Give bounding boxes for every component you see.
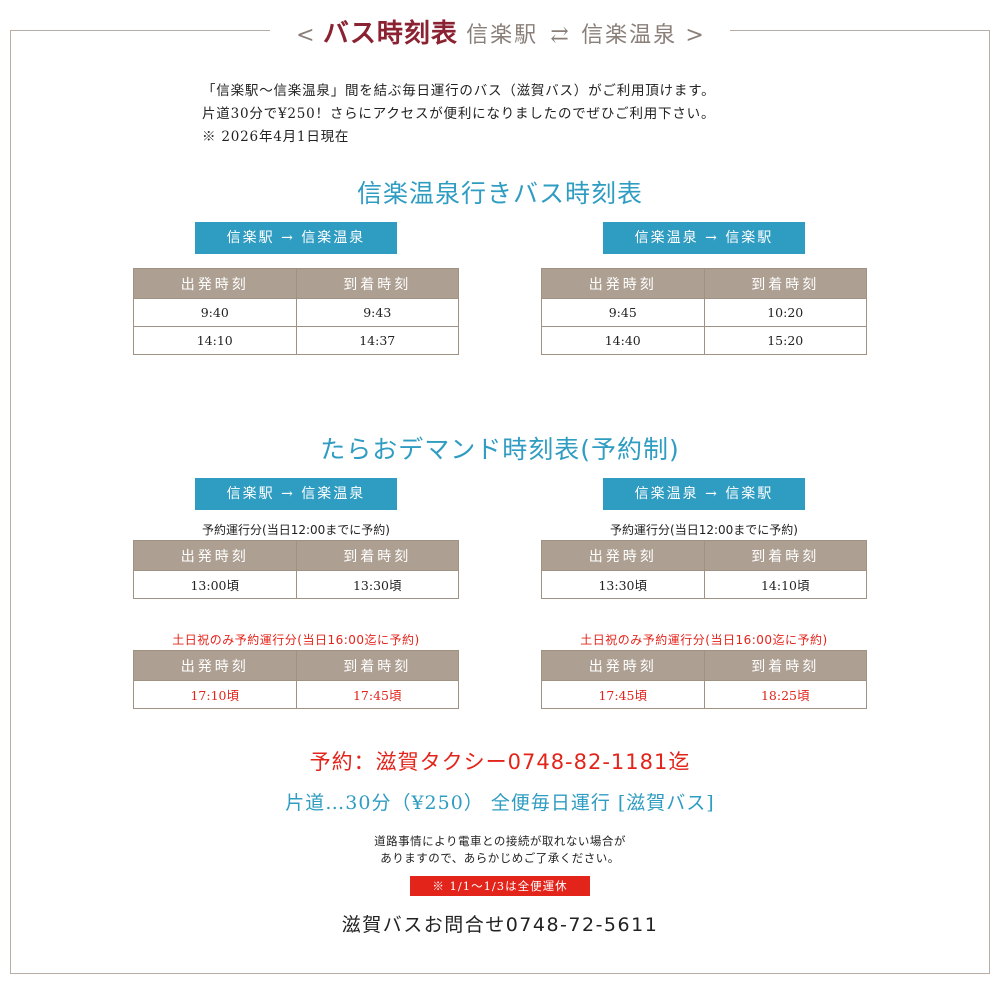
- arrival-time: 14:37: [295, 326, 459, 355]
- arrival-time: 14:10頃: [703, 570, 867, 599]
- departure-header: 出発時刻: [133, 650, 297, 681]
- table-header-row: 出発時刻 到着時刻: [133, 650, 459, 681]
- table-header-row: 出発時刻 到着時刻: [133, 540, 459, 571]
- demand-right-direction: 信楽温泉 → 信楽駅: [603, 478, 805, 510]
- note-line-2: ありますので、あらかじめご了承ください。: [380, 851, 620, 865]
- arrival-time: 10:20: [703, 298, 867, 327]
- table-header-row: 出発時刻 到着時刻: [133, 268, 459, 299]
- arrival-header: 到着時刻: [703, 268, 867, 299]
- table-header-row: 出発時刻 到着時刻: [541, 540, 867, 571]
- title-main: バス時刻表: [322, 19, 458, 49]
- departure-header: 出発時刻: [133, 268, 297, 299]
- contact-phone: 滋賀バスお問合せ0748-72-5611: [341, 914, 659, 936]
- arrival-time: 15:20: [703, 326, 867, 355]
- departure-header: 出発時刻: [133, 540, 297, 571]
- table-row: 17:45頃 18:25頃: [541, 680, 867, 709]
- arrival-header: 到着時刻: [295, 650, 459, 681]
- regular-left-table: 出発時刻 到着時刻 9:40 9:43 14:10 14:37: [133, 268, 459, 355]
- departure-time: 9:45: [541, 298, 705, 327]
- table-row: 13:00頃 13:30頃: [133, 570, 459, 599]
- note-line-1: 道路事情により電車との接続が取れない場合が: [374, 834, 626, 848]
- demand-left-caption: 予約運行分(当日12:00までに予約): [202, 523, 390, 537]
- holiday-notice-badge: ※ 1/1～1/3は全便運休: [410, 876, 590, 896]
- demand-right-caption: 予約運行分(当日12:00までに予約): [610, 523, 798, 537]
- table-row: 14:40 15:20: [541, 326, 867, 355]
- regular-right-direction: 信楽温泉 → 信楽駅: [603, 222, 805, 254]
- weekend-right-table: 出発時刻 到着時刻 17:45頃 18:25頃: [541, 650, 867, 709]
- arrival-time: 9:43: [295, 298, 459, 327]
- table-row: 14:10 14:37: [133, 326, 459, 355]
- table-row: 17:10頃 17:45頃: [133, 680, 459, 709]
- connection-note: 道路事情により電車との接続が取れない場合が ありますので、あらかじめご了承くださ…: [0, 833, 1000, 867]
- departure-time: 14:40: [541, 326, 705, 355]
- departure-time: 13:30頃: [541, 570, 705, 599]
- weekend-right-caption: 土日祝のみ予約運行分(当日16:00迄に予約): [580, 633, 828, 647]
- page-header: < バス時刻表 信楽駅 ⇄ 信楽温泉 >: [0, 14, 1000, 56]
- departure-time: 17:10頃: [133, 680, 297, 709]
- departure-header: 出発時刻: [541, 650, 705, 681]
- arrival-header: 到着時刻: [703, 650, 867, 681]
- title-origin: 信楽駅: [466, 23, 539, 48]
- reservation-phone: 予約：滋賀タクシー0748-82-1181迄: [309, 750, 691, 774]
- page-title: < バス時刻表 信楽駅 ⇄ 信楽温泉 >: [270, 14, 730, 56]
- arrival-header: 到着時刻: [703, 540, 867, 571]
- regular-bus-heading: 信楽温泉行きバス時刻表: [356, 179, 643, 208]
- departure-time: 9:40: [133, 298, 297, 327]
- table-row: 9:45 10:20: [541, 298, 867, 327]
- arrival-header: 到着時刻: [295, 268, 459, 299]
- arrival-header: 到着時刻: [295, 540, 459, 571]
- departure-header: 出発時刻: [541, 268, 705, 299]
- swap-arrows-icon: ⇄: [550, 23, 569, 48]
- table-row: 13:30頃 14:10頃: [541, 570, 867, 599]
- title-bracket-right: >: [685, 23, 704, 48]
- arrival-time: 13:30頃: [295, 570, 459, 599]
- demand-left-direction: 信楽駅 → 信楽温泉: [195, 478, 397, 510]
- departure-time: 14:10: [133, 326, 297, 355]
- fare-info: 片道…30分（¥250） 全便毎日運行 [滋賀バス]: [285, 792, 715, 814]
- intro-line-3: ※ 2026年4月1日現在: [202, 129, 350, 145]
- table-header-row: 出発時刻 到着時刻: [541, 268, 867, 299]
- arrival-time: 18:25頃: [703, 680, 867, 709]
- arrival-time: 17:45頃: [295, 680, 459, 709]
- holiday-notice-wrap: ※ 1/1～1/3は全便運休: [0, 875, 1000, 896]
- intro-text: 「信楽駅～信楽温泉」間を結ぶ毎日運行のバス（滋賀バス）がご利用頂けます。 片道3…: [202, 80, 842, 149]
- intro-line-1: 「信楽駅～信楽温泉」間を結ぶ毎日運行のバス（滋賀バス）がご利用頂けます。: [202, 83, 716, 99]
- regular-right-table: 出発時刻 到着時刻 9:45 10:20 14:40 15:20: [541, 268, 867, 355]
- table-row: 9:40 9:43: [133, 298, 459, 327]
- weekend-left-caption: 土日祝のみ予約運行分(当日16:00迄に予約): [172, 633, 420, 647]
- departure-time: 17:45頃: [541, 680, 705, 709]
- departure-time: 13:00頃: [133, 570, 297, 599]
- weekend-left-table: 出発時刻 到着時刻 17:10頃 17:45頃: [133, 650, 459, 709]
- demand-left-table: 出発時刻 到着時刻 13:00頃 13:30頃: [133, 540, 459, 599]
- regular-left-direction: 信楽駅 → 信楽温泉: [195, 222, 397, 254]
- table-header-row: 出発時刻 到着時刻: [541, 650, 867, 681]
- title-bracket-left: <: [296, 23, 315, 48]
- title-destination: 信楽温泉: [581, 23, 678, 48]
- departure-header: 出発時刻: [541, 540, 705, 571]
- intro-line-2: 片道30分で¥250！さらにアクセスが便利になりましたのでぜひご利用下さい。: [202, 106, 716, 122]
- demand-right-table: 出発時刻 到着時刻 13:30頃 14:10頃: [541, 540, 867, 599]
- demand-bus-heading: たらおデマンド時刻表(予約制): [320, 435, 680, 464]
